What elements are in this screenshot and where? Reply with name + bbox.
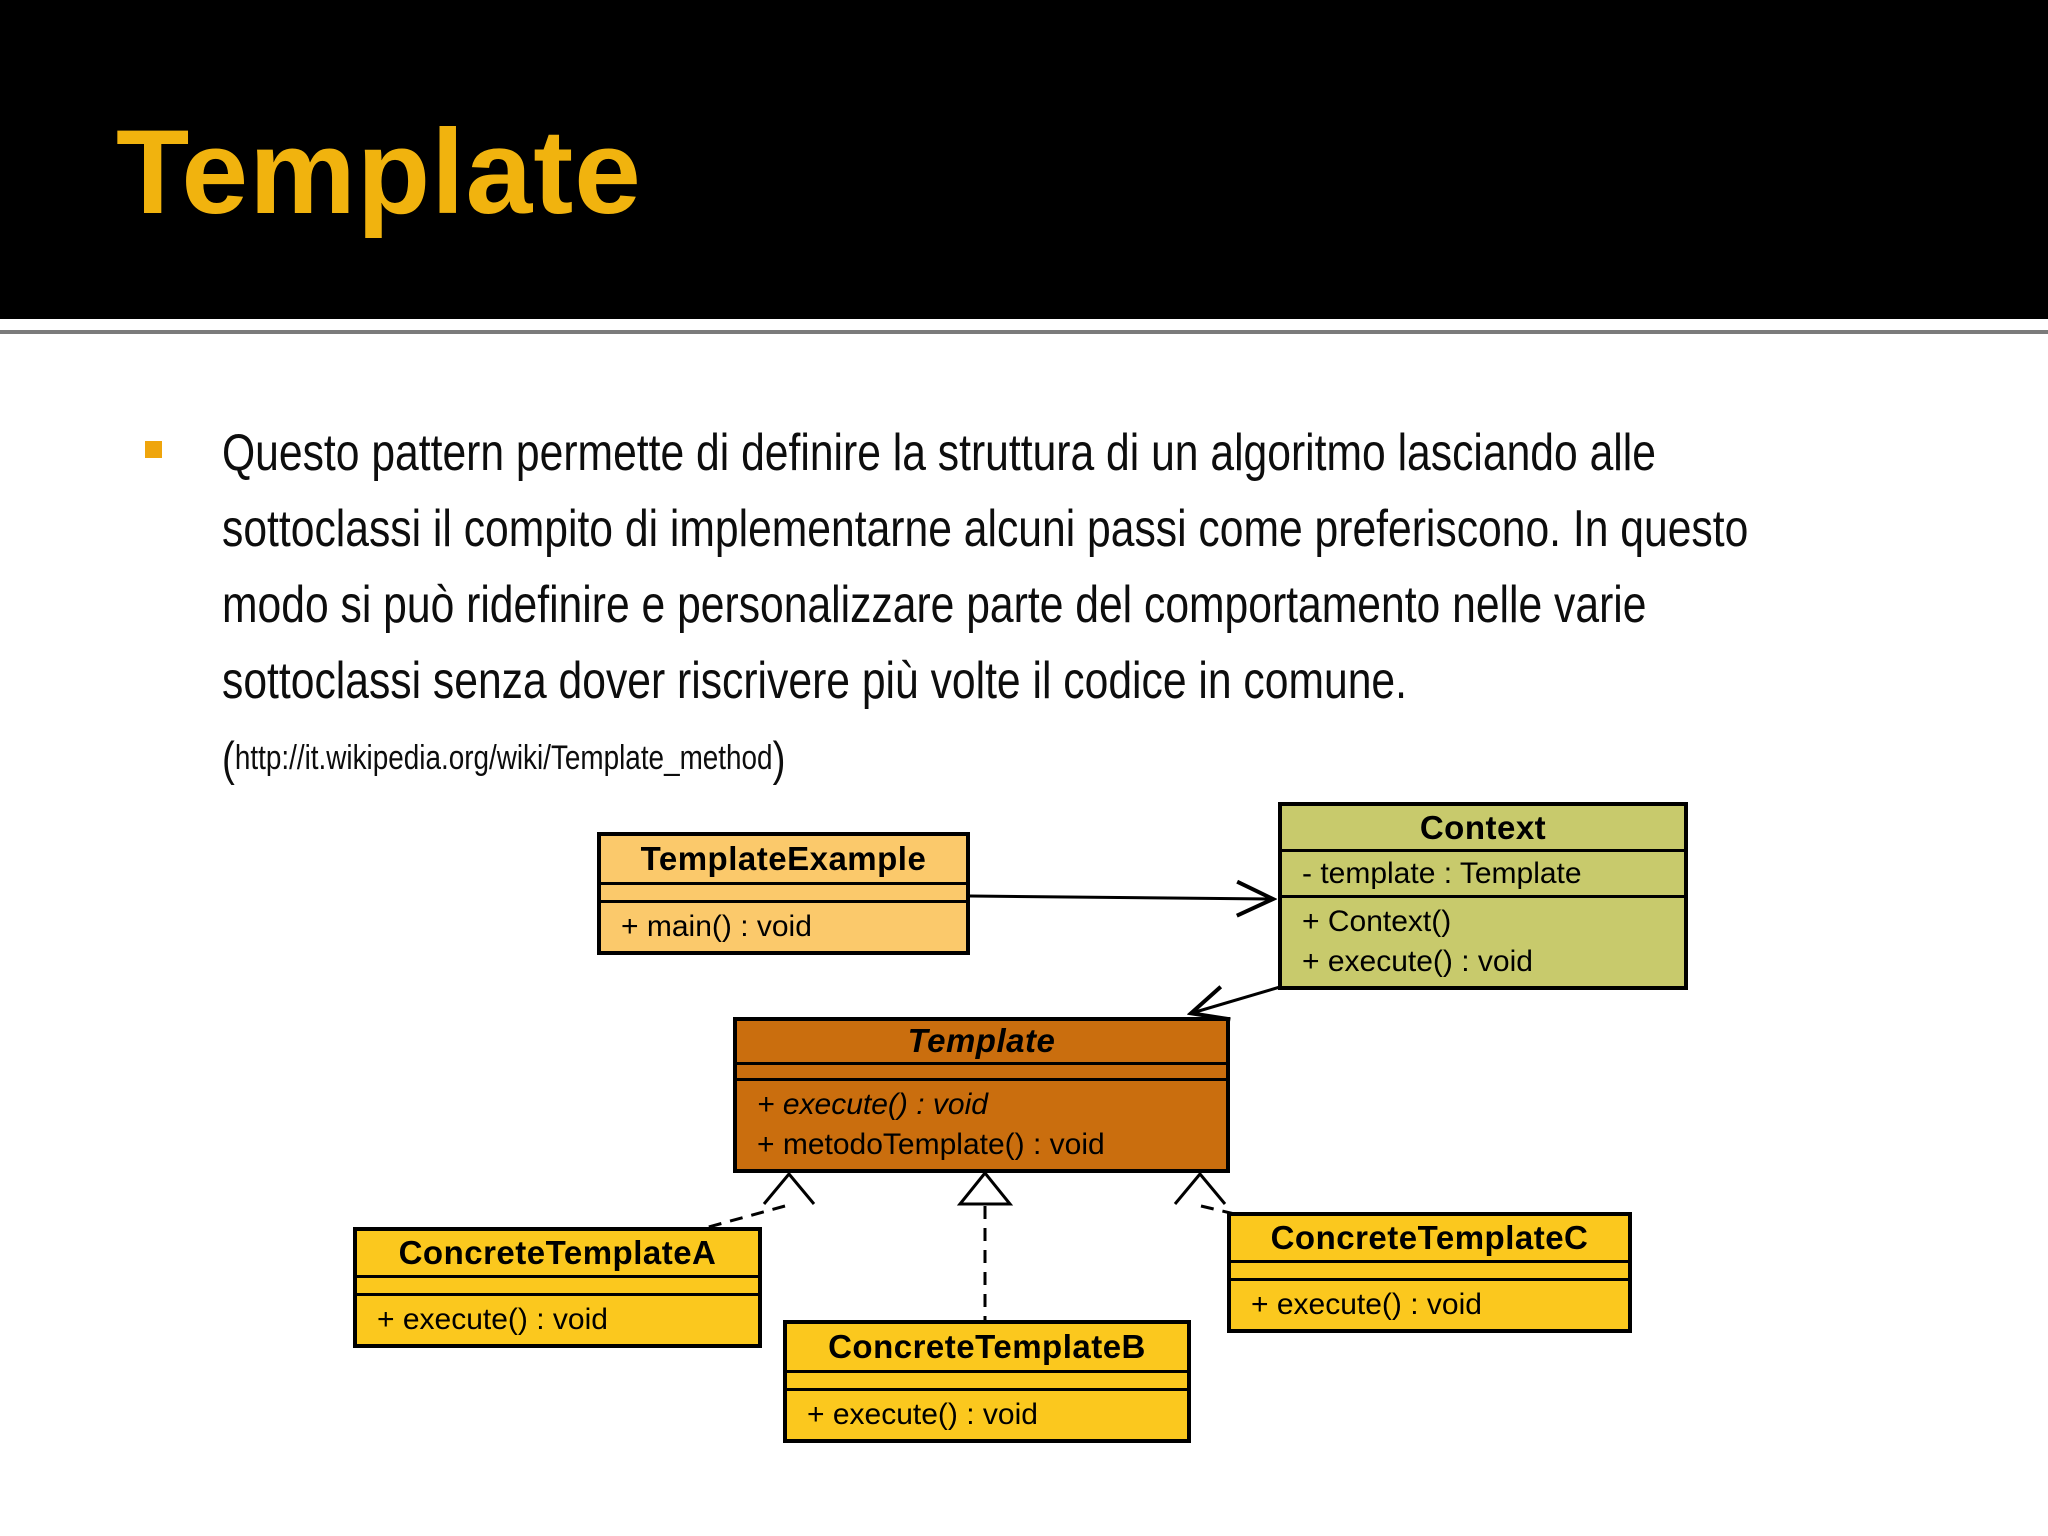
uml-class-title: ConcreteTemplateA (357, 1231, 758, 1279)
uml-attribute: - template : Template (1282, 852, 1684, 898)
uml-attributes-empty (1231, 1263, 1628, 1281)
uml-class-title: ConcreteTemplateC (1231, 1216, 1628, 1264)
uml-method: + execute() : void (807, 1398, 1038, 1431)
bullet-paragraph: Questo pattern permette di definire la s… (222, 415, 1748, 788)
citation-close-paren: ) (772, 732, 786, 785)
paragraph-line: sottoclassi senza dover riscrivere più v… (222, 652, 1407, 710)
uml-class-context: Context - template : Template + Context(… (1278, 802, 1688, 990)
bullet-marker (145, 441, 162, 458)
uml-method: + Context() (1302, 905, 1452, 938)
uml-class-template-example: TemplateExample + main() : void (597, 832, 970, 955)
citation-open-paren: ( (222, 732, 235, 785)
generalization-arrowhead-a (762, 1171, 816, 1205)
header-rule (0, 330, 2048, 334)
uml-attributes-empty (737, 1065, 1226, 1081)
uml-attributes-empty (787, 1373, 1187, 1391)
uml-attributes-empty (357, 1278, 758, 1296)
uml-class-title: Context (1282, 806, 1684, 853)
uml-class-concrete-template-b: ConcreteTemplateB + execute() : void (783, 1320, 1191, 1443)
uml-methods: + execute() : void + metodoTemplate() : … (737, 1081, 1226, 1169)
uml-class-concrete-template-c: ConcreteTemplateC + execute() : void (1227, 1212, 1632, 1333)
paragraph-line: Questo pattern permette di definire la s… (222, 424, 1656, 482)
slide-title: Template (116, 105, 642, 239)
paragraph-line: sottoclassi il compito di implementarne … (222, 500, 1749, 558)
generalization-arrowhead-c (1173, 1171, 1227, 1205)
citation-url: http://it.wikipedia.org/wiki/Template_me… (234, 739, 773, 777)
uml-diagram: TemplateExample + main() : void Context … (330, 780, 1730, 1480)
citation: (http://it.wikipedia.org/wiki/Template_m… (222, 723, 1748, 788)
uml-class-title: Template (737, 1021, 1226, 1065)
uml-class-title: TemplateExample (601, 836, 966, 885)
uml-method: + metodoTemplate() : void (757, 1128, 1105, 1161)
paragraph-line: modo si può ridefinire e personalizzare … (222, 576, 1647, 634)
uml-class-concrete-template-a: ConcreteTemplateA + execute() : void (353, 1227, 762, 1348)
uml-method-abstract: + execute() : void (757, 1088, 988, 1121)
association-templateexample-context (969, 896, 1272, 899)
uml-methods: + execute() : void (1231, 1281, 1628, 1329)
uml-methods: + execute() : void (787, 1391, 1187, 1439)
uml-methods: + execute() : void (357, 1296, 758, 1344)
uml-method: + execute() : void (1251, 1288, 1482, 1321)
generalization-line-a (704, 1204, 786, 1230)
uml-method: + execute() : void (1302, 945, 1533, 978)
uml-class-template: Template + execute() : void + metodoTemp… (733, 1017, 1230, 1173)
generalization-arrowhead-b (956, 1170, 1014, 1206)
uml-attributes-empty (601, 885, 966, 903)
slide-header: Template (0, 0, 2048, 319)
uml-method: + execute() : void (377, 1303, 608, 1336)
association-context-template (1192, 987, 1281, 1013)
uml-methods: + main() : void (601, 903, 966, 951)
uml-method: + main() : void (621, 910, 812, 943)
uml-class-title: ConcreteTemplateB (787, 1324, 1187, 1373)
uml-methods: + Context() + execute() : void (1282, 898, 1684, 986)
uml-connectors (704, 780, 1281, 1321)
